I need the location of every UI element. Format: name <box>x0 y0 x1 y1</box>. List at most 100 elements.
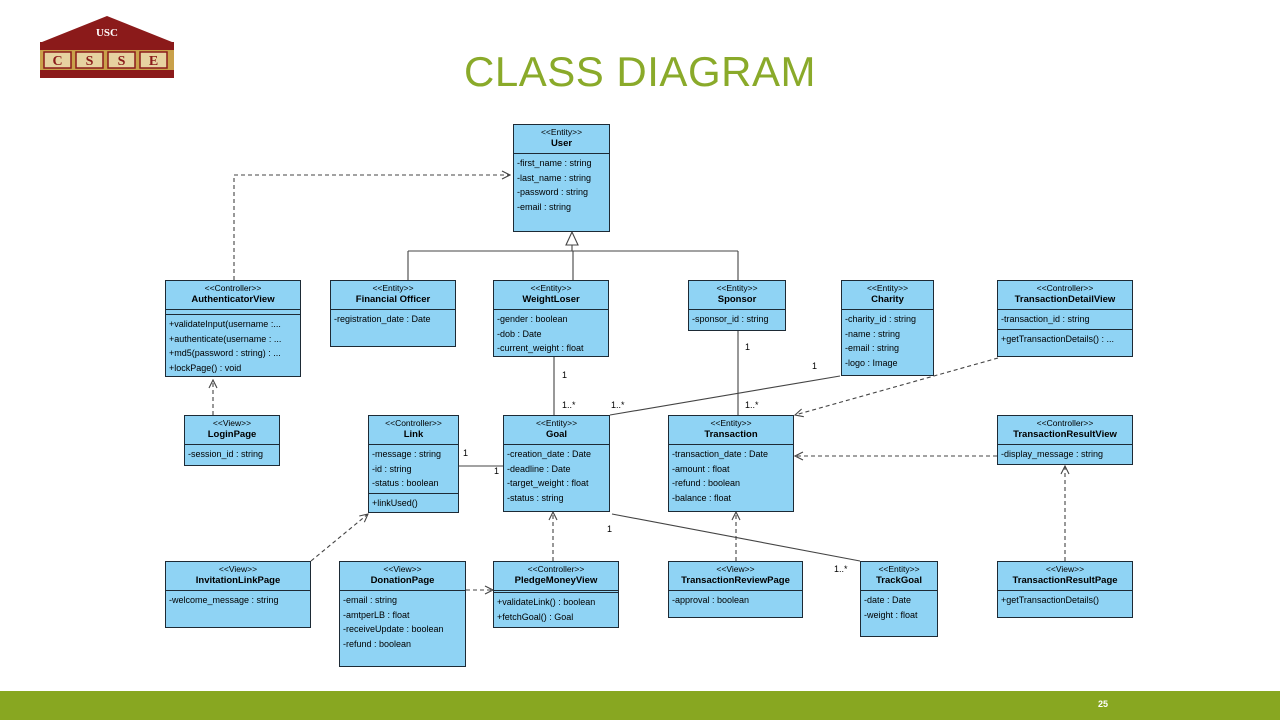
class-attribute: -name : string <box>845 328 901 339</box>
class-goal: <<Entity>>Goal -creation_date : Date -de… <box>503 415 610 512</box>
logo-letter-s2: S <box>118 54 126 69</box>
class-attribute: -first_name : string <box>517 158 592 168</box>
multiplicity-label: 1..* <box>745 400 759 410</box>
class-name: Financial Officer <box>355 294 431 305</box>
class-attribute: -message : string <box>372 449 442 459</box>
multiplicity-label: 1 <box>607 524 613 534</box>
class-attribute: -charity_id : string <box>845 314 917 324</box>
class-attribute: -dob : Date <box>497 328 542 339</box>
class-attribute: -transaction_id : string <box>1001 314 1090 324</box>
class-financial-officer: <<Entity>>Financial Officer -registratio… <box>330 280 456 347</box>
dependency-transactiondetail-transaction <box>795 357 999 415</box>
class-stereotype: <<Controller>> <box>385 418 442 428</box>
multiplicity-label: 1 <box>494 466 500 476</box>
page-number: 25 <box>1097 699 1108 709</box>
multiplicity-label: 1 <box>812 361 818 371</box>
multiplicity-label: 1 <box>745 342 751 352</box>
class-attribute: -status : string <box>507 492 564 503</box>
class-stereotype: <<Entity>> <box>866 283 909 293</box>
class-operation: +getTransactionDetails() : ... <box>1001 333 1114 344</box>
class-transaction-result-page: <<View>>TransactionResultPage +getTransa… <box>997 561 1133 618</box>
class-attribute: -id : string <box>372 463 412 474</box>
class-attribute: -current_weight : float <box>497 343 584 353</box>
class-attribute: -status : boolean <box>372 478 439 488</box>
class-stereotype: <<View>> <box>212 418 252 428</box>
class-name: TransactionDetailView <box>1014 294 1116 305</box>
class-attribute: -deadline : Date <box>507 463 571 474</box>
class-donation-page: <<View>>DonationPage -email : string -am… <box>339 561 466 667</box>
class-name: Sponsor <box>717 294 757 305</box>
class-link: <<Controller>>Link -message : string -id… <box>368 415 459 513</box>
class-attribute: -transaction_date : Date <box>672 449 769 459</box>
footer-bar: 25 <box>0 691 1280 720</box>
class-operation: +validateLink() : boolean <box>497 597 596 607</box>
class-stereotype: <<Entity>> <box>372 283 414 293</box>
class-name: Transaction <box>704 429 758 440</box>
class-attribute: -date : Date <box>864 595 912 605</box>
logo-letter-e: E <box>149 54 158 69</box>
class-attribute: -email : string <box>343 595 398 605</box>
class-attribute: -amount : float <box>672 463 730 474</box>
class-stereotype: <<Entity>> <box>535 418 578 428</box>
class-name: AuthenticatorView <box>191 294 275 305</box>
class-operation: +authenticate(username : ... <box>169 333 282 344</box>
multiplicity-label: 1 <box>562 370 568 380</box>
class-name: WeightLoser <box>522 294 580 305</box>
class-attribute: -password : string <box>517 187 589 197</box>
class-operation: +lockPage() : void <box>169 362 242 373</box>
class-operation: +getTransactionDetails() <box>1001 595 1099 605</box>
class-name: User <box>550 138 573 149</box>
class-stereotype: <<Entity>> <box>530 283 572 293</box>
multiplicity-label: 1..* <box>834 564 848 574</box>
class-attribute: -display_message : string <box>1001 449 1104 459</box>
usc-csse-logo: USC C S S E <box>40 16 174 78</box>
class-stereotype: <<Controller>> <box>1036 418 1094 428</box>
class-operation: +fetchGoal() : Goal <box>497 611 574 622</box>
class-login-page: <<View>>LoginPage -session_id : string <box>184 415 280 466</box>
class-stereotype: <<Entity>> <box>878 564 920 574</box>
class-attribute: -sponsor_id : string <box>692 314 769 324</box>
logo-letter-c: C <box>52 54 62 69</box>
class-user: <<Entity>>User -first_name : string -las… <box>513 124 610 232</box>
class-attribute: -session_id : string <box>188 449 264 459</box>
multiplicity-label: 1 <box>463 448 469 458</box>
class-name: TransactionResultView <box>1013 429 1117 440</box>
multiplicity-label: 1..* <box>562 400 576 410</box>
class-attribute: -balance : float <box>672 492 732 503</box>
class-stereotype: <<Controller>> <box>1036 283 1094 293</box>
class-operation: +md5(password : string) : ... <box>169 348 281 358</box>
class-attribute: -refund : boolean <box>343 638 412 649</box>
class-stereotype: <<Entity>> <box>710 418 752 428</box>
class-stereotype: <<View>> <box>218 564 258 574</box>
class-attribute: -logo : Image <box>845 357 898 368</box>
class-attribute: -weight : float <box>864 609 918 620</box>
class-transaction-detail-view: <<Controller>>TransactionDetailView -tra… <box>997 280 1133 357</box>
class-name: InvitationLinkPage <box>195 575 281 586</box>
class-sponsor: <<Entity>>Sponsor -sponsor_id : string <box>688 280 786 331</box>
class-attribute: -creation_date : Date <box>507 449 592 459</box>
logo-letter-s1: S <box>86 54 94 69</box>
class-attribute: -registration_date : Date <box>334 314 431 324</box>
class-authenticator-view: <<Controller>>AuthenticatorView +validat… <box>165 280 301 377</box>
class-name: DonationPage <box>370 575 435 586</box>
class-name: TrackGoal <box>876 575 922 586</box>
class-attribute: -receiveUpdate : boolean <box>343 624 444 634</box>
class-name: TransactionReviewPage <box>681 575 790 586</box>
class-stereotype: <<Controller>> <box>204 283 262 293</box>
class-operation: +linkUsed() <box>372 497 418 508</box>
class-stereotype: <<Entity>> <box>540 127 583 137</box>
class-invitation-link-page: <<View>>InvitationLinkPage -welcome_mess… <box>165 561 311 628</box>
class-stereotype: <<Entity>> <box>716 283 758 293</box>
class-attribute: -target_weight : float <box>507 478 589 488</box>
class-stereotype: <<View>> <box>383 564 422 574</box>
slide-title: CLASS DIAGRAM <box>464 48 816 95</box>
class-pledge-money-view: <<Controller>>PledgeMoneyView +validateL… <box>493 561 619 628</box>
dependency-invitation-link <box>310 514 368 562</box>
class-charity: <<Entity>>Charity -charity_id : string -… <box>841 280 934 376</box>
class-name: PledgeMoneyView <box>514 575 598 586</box>
class-attribute: -email : string <box>845 343 900 353</box>
class-attribute: -email : string <box>517 201 572 212</box>
class-attribute: -approval : boolean <box>672 595 750 605</box>
class-attribute: -welcome_message : string <box>169 595 279 605</box>
